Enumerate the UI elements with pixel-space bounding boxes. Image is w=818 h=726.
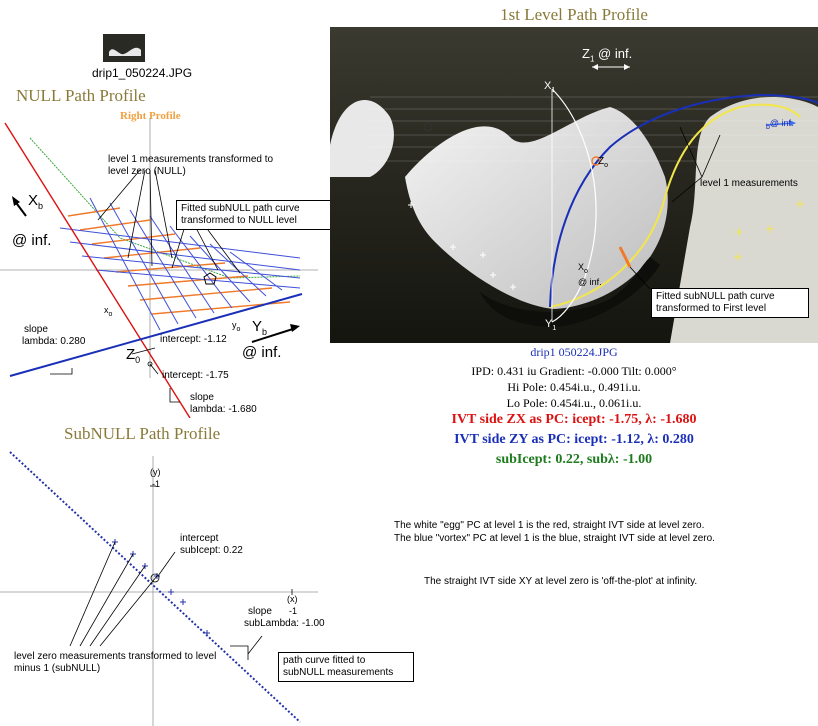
slope-triangle-blue bbox=[50, 368, 73, 375]
null-xo-label: xo bbox=[104, 305, 113, 318]
first-level-title: 1st Level Path Profile bbox=[500, 5, 648, 24]
photo-xo-label: Xo @ inf. bbox=[578, 262, 602, 287]
info-green-line: subIcept: 0.22, subλ: -1.00 bbox=[495, 452, 653, 467]
subnull-slope-triangle bbox=[230, 645, 249, 660]
photo-z1-label: Z1 @ inf. bbox=[582, 46, 633, 64]
drop-trough bbox=[480, 257, 660, 327]
blue-vortex-curve bbox=[549, 93, 818, 308]
right-white-shape bbox=[670, 97, 818, 343]
subnull-callout-fitted: path curve fitted to subNULL measurement… bbox=[278, 652, 414, 682]
subnull-x-tick: (x) -1 bbox=[287, 594, 298, 616]
null-slope-blue: slope lambda: 0.280 bbox=[22, 324, 86, 347]
slope-triangle-red bbox=[169, 388, 180, 403]
yb-arrow bbox=[765, 122, 795, 126]
blue-grid bbox=[59, 197, 301, 331]
null-callout-fitted: Fitted subNULL path curve transformed to… bbox=[176, 200, 334, 230]
note-1: The white "egg" PC at level 1 is the red… bbox=[394, 520, 705, 531]
photo-caption: drip1 050224.JPG bbox=[530, 345, 618, 359]
orange-marker bbox=[618, 246, 632, 268]
pentagon-marker bbox=[203, 272, 217, 285]
subnull-y-tick: (y) -1 bbox=[150, 467, 161, 489]
subnull-panel-title: SubNULL Path Profile bbox=[64, 424, 221, 443]
y-inf-arrow bbox=[251, 327, 297, 343]
blue-ivt-line bbox=[9, 293, 303, 377]
null-slope-red: slope lambda: -1.680 bbox=[190, 392, 257, 415]
null-x-at-inf: @ inf. bbox=[12, 232, 52, 249]
null-panel-title: NULL Path Profile bbox=[16, 86, 146, 105]
null-yo-label: yo bbox=[232, 320, 241, 333]
null-x-axis-label: Xb bbox=[28, 192, 43, 211]
null-y-axis-label: Yb bbox=[252, 318, 268, 337]
red-ivt-line bbox=[4, 122, 191, 418]
info-line-3: Lo Pole: 0.454i.u., 0.061i.u. bbox=[506, 396, 642, 410]
null-intercept-red: intercept: -1.75 bbox=[162, 370, 229, 381]
photo-x1-label: X1 bbox=[544, 80, 556, 95]
null-intercept-blue: intercept: -1.12 bbox=[160, 334, 227, 345]
null-panel-subtitle: Right Profile bbox=[120, 110, 181, 122]
subnull-intercept: intercept subIcept: 0.22 bbox=[180, 533, 243, 556]
note-3: The straight IVT side XY at level zero i… bbox=[424, 576, 698, 587]
null-z0-label: Z0 bbox=[126, 346, 141, 365]
null-x-sub: b bbox=[38, 201, 44, 211]
thumb-caption: drip1_050224.JPG bbox=[92, 66, 193, 80]
drop-body bbox=[405, 107, 668, 309]
note-2: The blue "vortex" PC at level 1 is the b… bbox=[394, 533, 715, 544]
white-egg-curve bbox=[551, 88, 597, 323]
yellow-fitted-curve bbox=[549, 103, 801, 308]
subnull-annot-level0: level zero measurements transformed to l… bbox=[14, 651, 217, 674]
photo-yb-label: b@ inf. bbox=[766, 118, 794, 131]
white-blob bbox=[330, 100, 394, 177]
info-line-2: Hi Pole: 0.454i.u., 0.491i.u. bbox=[507, 380, 641, 394]
photo-callout-fitted: Fitted subNULL path curve transformed to… bbox=[651, 288, 809, 318]
photo-annot-level1: level 1 measurements bbox=[700, 178, 798, 189]
null-x-main: X bbox=[28, 192, 39, 209]
null-path-diagram bbox=[0, 118, 318, 418]
subnull-slope: slope subLambda: -1.00 bbox=[244, 606, 325, 629]
info-red-line: IVT side ZX as PC: icept: -1.75, λ: -1.6… bbox=[451, 412, 697, 427]
info-line-1: IPD: 0.431 iu Gradient: -0.000 Tilt: 0.0… bbox=[471, 364, 677, 378]
thumbnail-image bbox=[103, 34, 145, 62]
photo-zo-label: Zo bbox=[598, 156, 609, 169]
null-annot-level1: level 1 measurements transformed to leve… bbox=[108, 154, 274, 177]
null-y-at-inf: @ inf. bbox=[242, 344, 282, 361]
info-blue-line: IVT side ZY as PC: icept: -1.12, λ: 0.28… bbox=[454, 432, 694, 447]
subnull-diagram bbox=[0, 451, 318, 726]
subnull-fitted-line bbox=[9, 451, 301, 723]
photo-y1-label: Y1 bbox=[545, 318, 557, 333]
drip-photo bbox=[330, 27, 818, 343]
